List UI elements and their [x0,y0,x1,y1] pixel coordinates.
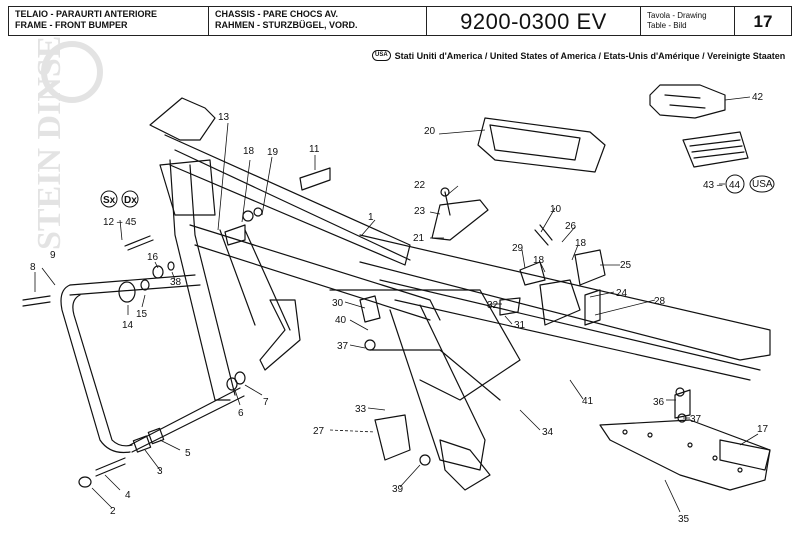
title-line-2: FRAME - FRONT BUMPER [15,20,128,30]
label-22: 22 [414,180,426,191]
front-bumper [60,274,245,454]
label-28: 28 [654,296,666,307]
label-18-b: 18 [533,255,545,266]
skid-plate [599,419,771,491]
ref43-left: 43 – [703,180,723,191]
label-21: 21 [413,233,425,244]
usa-badge: USA [372,50,391,61]
label-11: 11 [309,144,320,155]
label-33: 33 [355,404,367,415]
leader-lines [34,96,759,513]
label-37-b: 37 [690,414,702,425]
manual-43 [682,131,749,168]
label-42: 42 [752,92,764,103]
table-label-line-1: Tavola - Drawing [647,11,707,20]
drawing-code: 9200-0300 EV [427,7,641,35]
label-3: 3 [157,466,163,477]
label-23: 23 [414,206,426,217]
ref44-circled: 44 [729,180,741,191]
watermark: STEIN DINSE [31,36,103,250]
label-32: 32 [487,300,499,311]
label-31: 31 [514,320,526,331]
title-line-3: CHASSIS - PARE CHOCS AV. [215,9,339,19]
label-1: 1 [368,212,374,223]
region-note: USA Stati Uniti d'America / United State… [372,50,785,61]
part-labels: 1 2 3 4 5 6 7 8 9 10 11 13 14 15 16 17 1… [30,92,769,525]
title-line-4: RAHMEN - STURZBÜGEL, VORD. [215,20,358,30]
title-italian-english: TELAIO - PARAURTI ANTERIORE FRAME - FRON… [9,7,209,35]
table-label: Tavola - Drawing Table - Bild [641,7,735,35]
label-29: 29 [512,243,524,254]
label-2: 2 [110,506,116,517]
tool-roll-42 [649,84,726,119]
region-text: Stati Uniti d'America / United States of… [394,50,786,61]
label-25: 25 [620,260,632,271]
side-dx-label: Dx [124,195,137,206]
tray-20 [477,117,606,173]
label-14: 14 [122,320,134,331]
title-french-german: CHASSIS - PARE CHOCS AV. RAHMEN - STURZB… [209,7,427,35]
label-10: 10 [550,204,562,215]
label-18-a: 18 [243,146,255,157]
title-block: TELAIO - PARAURTI ANTERIORE FRAME - FRON… [8,6,792,36]
label-9: 9 [50,250,56,261]
watermark-text: STEIN DINSE [31,36,68,250]
label-35: 35 [678,514,690,525]
label-16: 16 [147,252,159,263]
label-4: 4 [125,490,131,501]
label-5: 5 [185,448,191,459]
side-range-label: 12 – 45 [103,217,137,228]
label-24: 24 [616,288,628,299]
label-19: 19 [267,147,279,158]
label-38: 38 [170,277,182,288]
label-13: 13 [218,112,230,123]
title-line-1: TELAIO - PARAURTI ANTERIORE [15,9,157,19]
label-37-a: 37 [337,341,349,352]
label-8: 8 [30,262,36,273]
manual-reference: 43 – 44 USA [703,174,775,194]
label-36: 36 [653,397,665,408]
label-15: 15 [136,309,148,320]
frame-main [149,97,771,491]
label-7: 7 [263,397,269,408]
table-label-line-2: Table - Bild [647,21,687,30]
label-20: 20 [424,126,436,137]
table-number: 17 [753,11,773,31]
hardware [22,167,331,488]
side-selector: Sx Dx 12 – 45 [100,190,139,228]
side-sx-label: Sx [103,195,116,206]
label-30: 30 [332,298,344,309]
label-6: 6 [238,408,244,419]
brackets-right [359,187,691,466]
label-39: 39 [392,484,404,495]
label-34: 34 [542,427,554,438]
label-41: 41 [582,396,594,407]
label-18-c: 18 [575,238,587,249]
label-27: 27 [313,426,325,437]
ref44-usa: USA [752,179,773,190]
label-17: 17 [757,424,769,435]
label-40: 40 [335,315,347,326]
label-26: 26 [565,221,577,232]
